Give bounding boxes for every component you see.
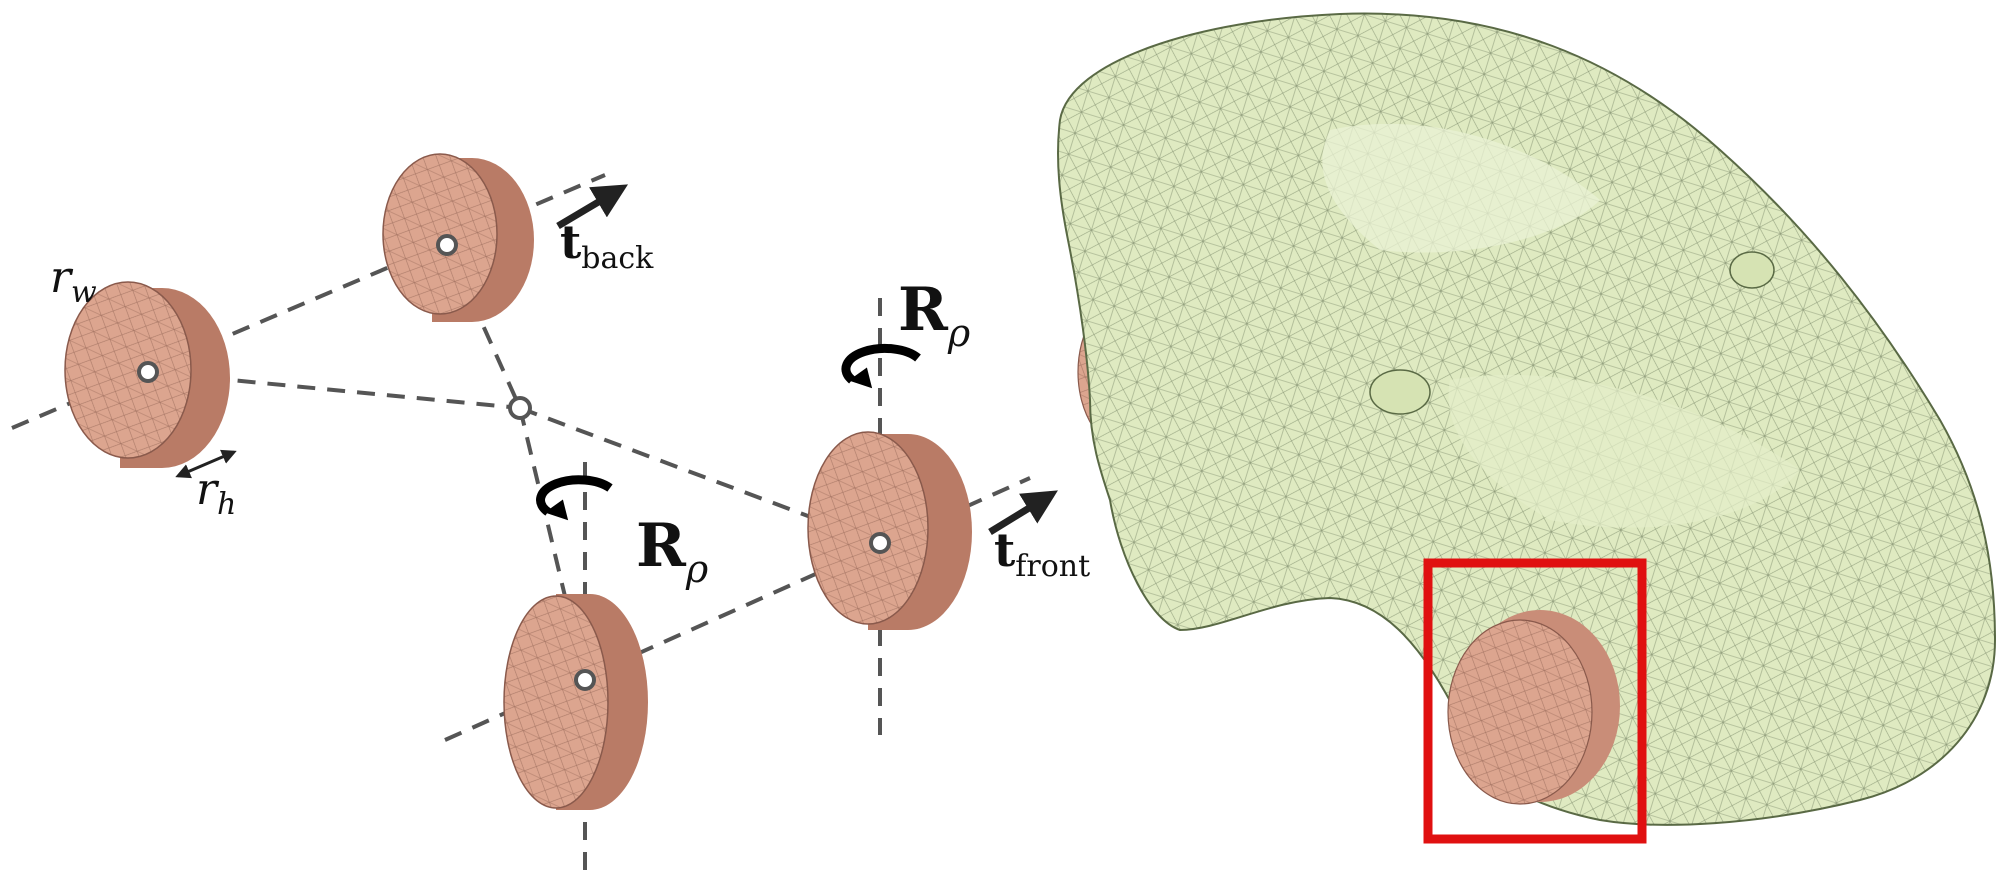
wheel-back-right: [382, 153, 534, 322]
label-r-rho-middle: Rρ: [636, 511, 709, 591]
r-h-double-arrow: [175, 449, 237, 479]
vehicle-center-point: [508, 396, 532, 420]
car-front-wheel: [1447, 610, 1620, 805]
car-side-mirror: [1369, 369, 1431, 415]
label-t-back: tback: [560, 215, 654, 276]
wheel-hub: [137, 361, 159, 383]
car-windshield: [1322, 123, 1600, 253]
label-r-h: rh: [196, 464, 236, 522]
car-side-mirror: [1729, 251, 1775, 289]
wheel-hub: [574, 669, 596, 691]
wheel-hub: [436, 234, 458, 256]
label-r-rho-top: Rρ: [898, 275, 971, 355]
spoke-front-left: [518, 407, 587, 681]
t-front-arrow: [988, 490, 1058, 535]
wheel-hub: [869, 532, 891, 554]
label-r-w: rw: [50, 252, 97, 310]
rotation-arrow-icon: [841, 343, 921, 389]
front-wheel-highlight-box: [1423, 558, 1647, 844]
wheel-schematic: rw rh tback tfront Rρ Rρ: [11, 153, 1090, 879]
wheel-front-left: [503, 594, 648, 810]
wheel-front-right: [807, 431, 972, 630]
label-t-front: tfront: [994, 523, 1090, 584]
rotation-arrow-icon: [536, 475, 613, 521]
car-mesh-render: [1057, 12, 1997, 844]
wheel-back-left: [64, 281, 230, 468]
car-hood: [1448, 374, 1800, 528]
t-back-arrow: [556, 184, 629, 230]
spoke-front-right: [519, 406, 881, 545]
